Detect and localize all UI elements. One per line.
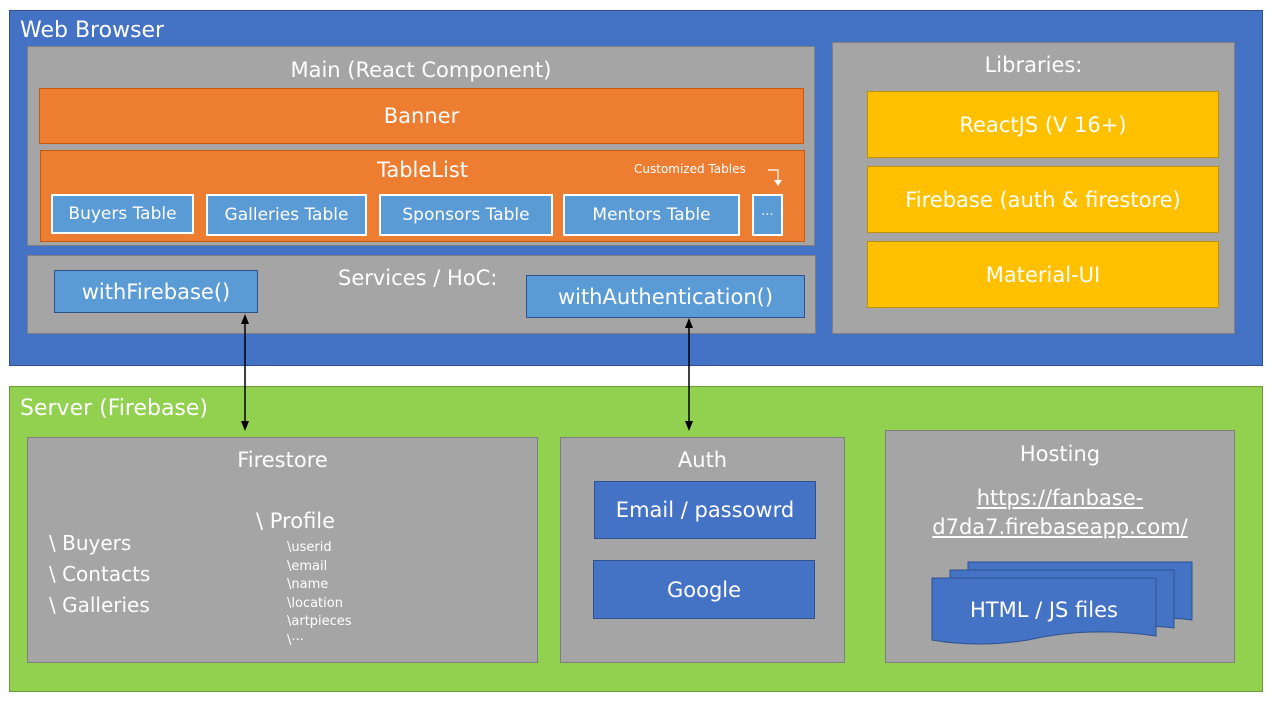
profile-field: \location — [287, 595, 343, 611]
profile-field: \userid — [287, 540, 332, 555]
customized-tables-label: Customized Tables — [634, 162, 746, 176]
firestore-panel — [27, 437, 538, 663]
collection-buyers: \ Buyers — [49, 531, 132, 555]
profile-field: \artpieces — [287, 614, 352, 630]
tablelist-title: TableList — [376, 158, 468, 182]
profile-fields-list: \userid \email \name \location \artpiece… — [287, 539, 352, 651]
firestore-connector-arrowhead-down — [241, 421, 249, 431]
sponsors-table-box: Sponsors Table — [379, 194, 553, 236]
web-browser-title: Web Browser — [20, 18, 165, 43]
mentors-table-box: Mentors Table — [563, 194, 740, 236]
customized-tables-arrow — [768, 169, 782, 186]
collection-galleries: \ Galleries — [49, 593, 150, 617]
hosting-title: Hosting — [1019, 442, 1101, 466]
profile-field: \name — [287, 577, 329, 593]
firebase-library-box: Firebase (auth & firestore) — [867, 166, 1219, 233]
buyers-table-box: Buyers Table — [51, 194, 194, 234]
auth-connector-arrowhead-down — [685, 421, 693, 431]
auth-panel — [560, 437, 845, 663]
auth-title: Auth — [677, 448, 728, 472]
hosting-url-line-2: d7da7.firebaseapp.com/ — [932, 515, 1188, 539]
server-title: Server (Firebase) — [20, 396, 209, 421]
google-auth-box: Google — [593, 560, 815, 619]
hosting-url-line-1: https://fanbase- — [976, 486, 1144, 510]
reactjs-box: ReactJS (V 16+) — [867, 91, 1219, 158]
main-component-title: Main (React Component) — [290, 58, 552, 82]
profile-field: \email — [287, 558, 328, 574]
html-js-files-icon — [931, 561, 1193, 645]
profile-collection-title: \ Profile — [256, 509, 336, 533]
collection-contacts: \ Contacts — [49, 562, 151, 586]
firestore-title: Firestore — [237, 448, 328, 472]
with-authentication-box: withAuthentication() — [526, 275, 805, 318]
services-title: Services / HoC: — [338, 266, 498, 290]
galleries-table-box: Galleries Table — [206, 194, 367, 236]
more-tables-box: ··· — [752, 194, 783, 236]
material-ui-box: Material-UI — [867, 241, 1219, 308]
with-firebase-box: withFirebase() — [54, 270, 258, 313]
firestore-collections-list: \ Buyers \ Contacts \ Galleries — [49, 528, 150, 621]
html-js-files-label: HTML / JS files — [970, 598, 1118, 622]
firebase-connector-arrowhead-up — [241, 314, 249, 324]
hosting-url-link[interactable]: https://fanbase- d7da7.firebaseapp.com/ — [885, 484, 1235, 542]
profile-field: \··· — [287, 632, 304, 648]
email-password-box: Email / passowrd — [594, 481, 816, 539]
libraries-title: Libraries: — [984, 53, 1083, 77]
authentication-connector-arrowhead-up — [685, 318, 693, 328]
banner-box: Banner — [39, 88, 804, 144]
